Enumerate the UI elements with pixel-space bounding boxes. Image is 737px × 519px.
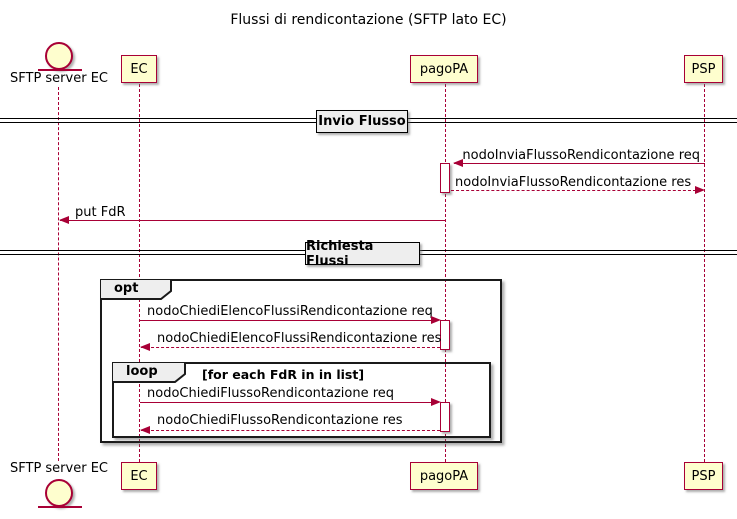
message-label: nodoChiediFlussoRendicontazione req xyxy=(147,386,395,401)
divider-richiesta-flussi-label: Richiesta Flussi xyxy=(306,238,374,269)
message-label: nodoInviaFlussoRendicontazione req xyxy=(462,148,700,163)
message-label: nodoInviaFlussoRendicontazione res xyxy=(455,175,692,190)
divider-invio-flusso: Invio Flusso xyxy=(316,110,408,133)
lifeline-sftp xyxy=(58,87,59,461)
fragment-loop-operator: loop xyxy=(111,361,186,387)
pentagon-shape xyxy=(111,361,186,383)
lifeline-pagopa xyxy=(445,84,446,462)
participant-psp-label: PSP xyxy=(691,61,716,77)
participant-psp-top: PSP xyxy=(684,55,723,83)
participant-pagopa-bottom: pagoPA xyxy=(410,462,478,490)
entity-underline xyxy=(38,506,82,508)
message-label: nodoChiediFlussoRendicontazione res xyxy=(157,413,403,428)
participant-sftp-label: SFTP server EC xyxy=(10,71,108,86)
fragment-opt-operator: opt xyxy=(99,278,172,304)
fragment-loop-guard: [for each FdR in in list] xyxy=(202,367,365,382)
participant-psp-label: PSP xyxy=(691,468,716,484)
participant-psp-bottom: PSP xyxy=(684,462,723,490)
entity-underline xyxy=(38,69,82,71)
fragment-opt-label: opt xyxy=(114,281,139,296)
fragment-loop: loop [for each FdR in in list] xyxy=(111,361,491,438)
arrowhead-left-icon xyxy=(59,216,69,224)
participant-pagopa-label: pagoPA xyxy=(419,468,469,484)
message-arrow-line xyxy=(454,163,705,164)
participant-pagopa-label: pagoPA xyxy=(419,61,469,77)
message-label: nodoChiediElencoFlussiRendicontazione re… xyxy=(157,331,442,346)
participant-ec-label: EC xyxy=(130,468,148,484)
pentagon-shape xyxy=(99,278,172,300)
arrowhead-left-icon xyxy=(140,426,150,434)
participant-ec-label: EC xyxy=(130,61,148,77)
message-arrow-line xyxy=(141,430,440,431)
entity-circle-icon xyxy=(45,42,73,70)
message-arrow-line xyxy=(140,320,432,321)
message-arrow-line xyxy=(140,402,432,403)
arrowhead-right-icon xyxy=(431,316,441,324)
activation-bar-pagopa-1 xyxy=(440,163,450,193)
lifeline-psp xyxy=(704,84,705,462)
participant-sftp-label: SFTP server EC xyxy=(10,461,108,476)
lifeline-ec xyxy=(139,84,140,462)
activation-bar-pagopa-3 xyxy=(440,402,450,432)
message-arrow-line xyxy=(141,347,440,348)
message-label: nodoChiediElencoFlussiRendicontazione re… xyxy=(147,304,433,319)
message-arrow-line xyxy=(451,190,696,191)
arrowhead-left-icon xyxy=(453,159,463,167)
arrowhead-left-icon xyxy=(140,343,150,351)
fragment-opt: opt xyxy=(99,278,502,443)
participant-pagopa-top: pagoPA xyxy=(410,55,478,83)
divider-invio-flusso-label: Invio Flusso xyxy=(318,114,406,129)
message-label: put FdR xyxy=(75,205,126,220)
arrowhead-right-icon xyxy=(695,186,705,194)
diagram-title: Flussi di rendicontazione (SFTP lato EC) xyxy=(230,12,507,28)
participant-ec-bottom: EC xyxy=(121,462,157,490)
entity-circle-icon xyxy=(45,479,73,507)
fragment-loop-label: loop xyxy=(126,364,158,379)
divider-richiesta-flussi: Richiesta Flussi xyxy=(305,239,420,269)
participant-ec-top: EC xyxy=(121,55,157,83)
message-arrow-line xyxy=(60,220,446,221)
activation-bar-pagopa-2 xyxy=(440,320,450,350)
arrowhead-right-icon xyxy=(431,398,441,406)
